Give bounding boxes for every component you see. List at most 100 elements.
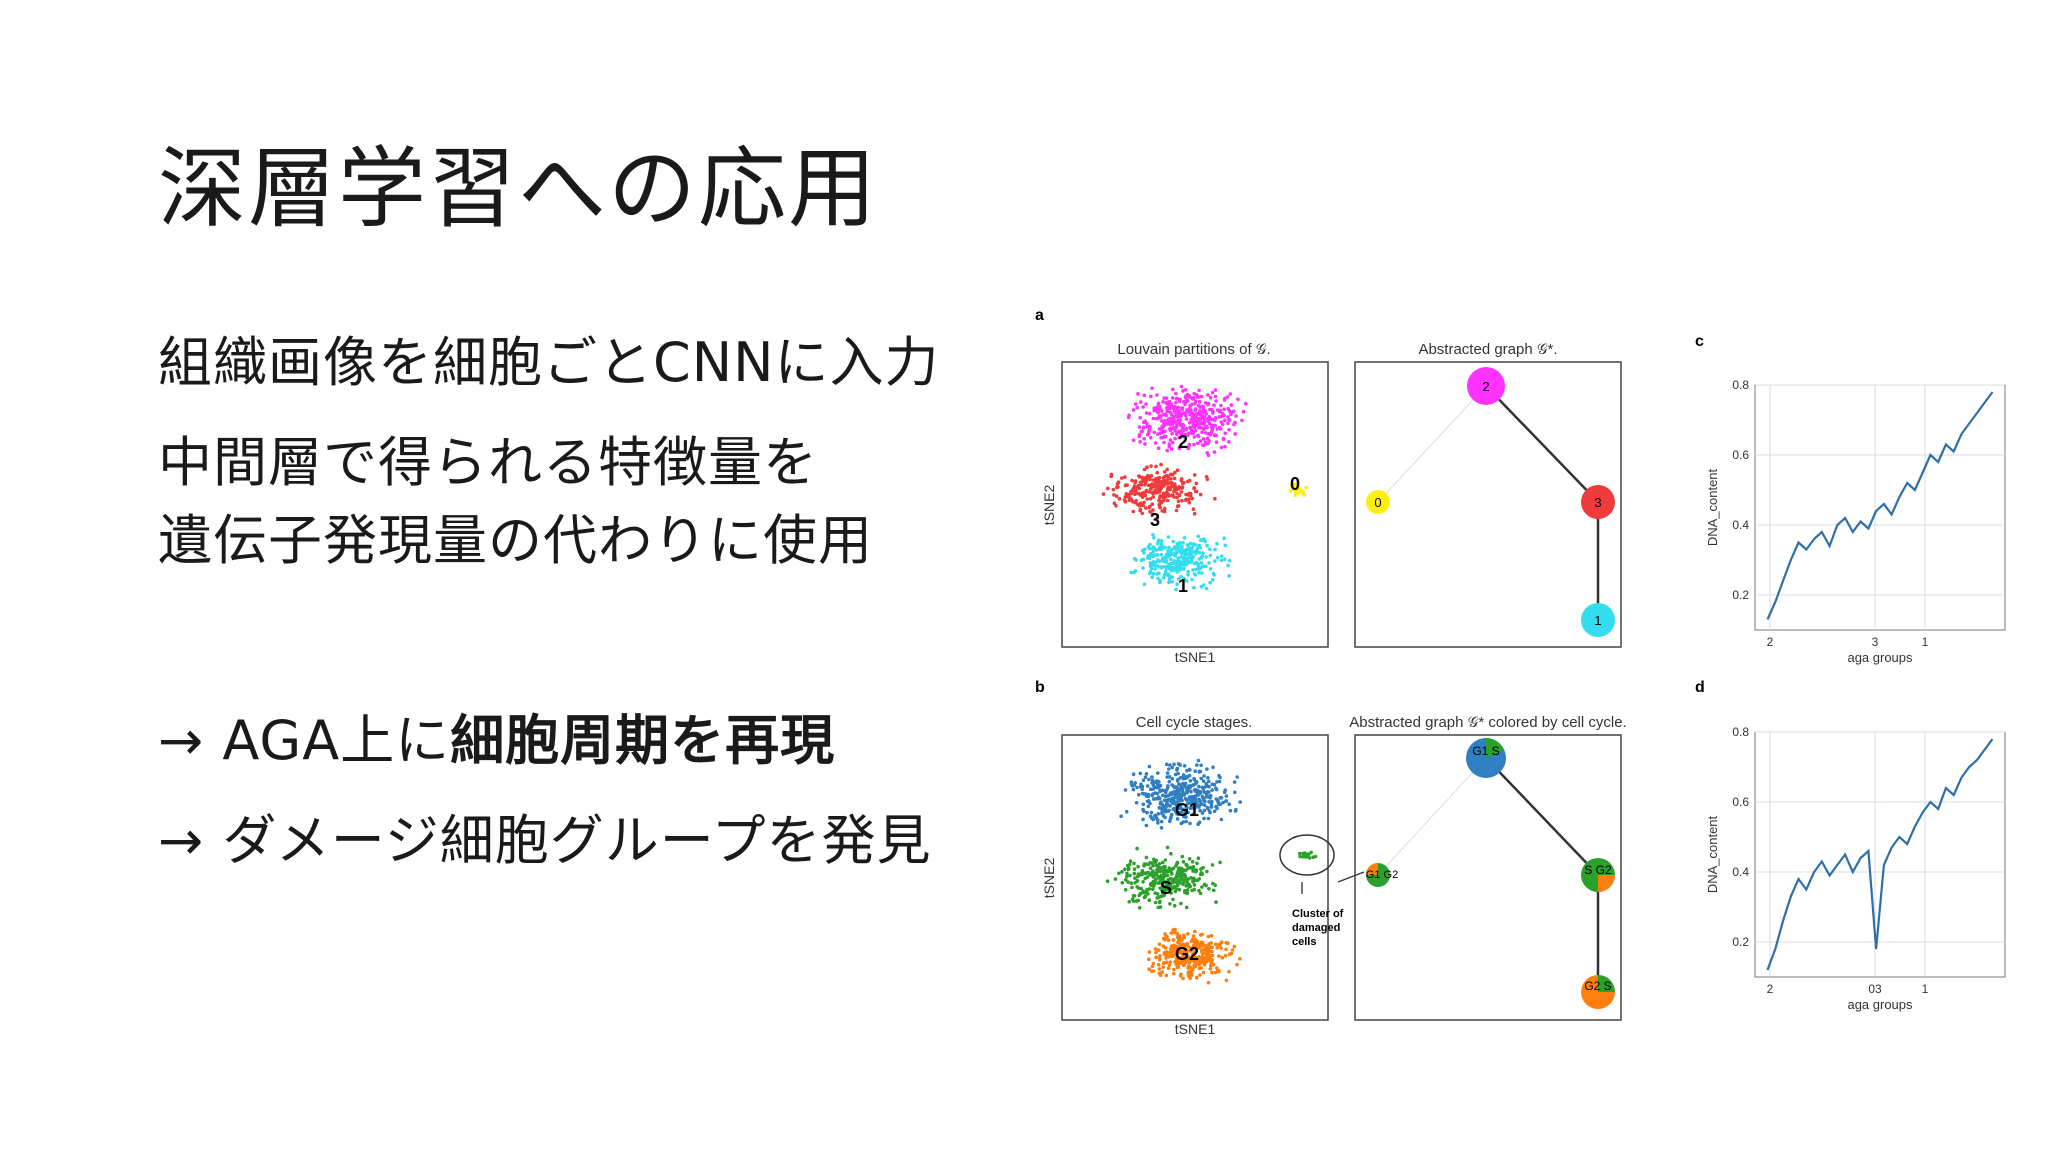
scatter-point [1144,488,1149,493]
scatter-point [1204,586,1209,591]
scatter-point [1172,904,1177,908]
scatter-point [1223,431,1227,436]
scatter-point [1188,555,1192,559]
scatter-point [1179,555,1183,559]
scatter-point [1175,963,1180,967]
scatter-point [1135,885,1139,889]
scatter-point [1143,894,1148,899]
scatter-point [1180,481,1185,486]
scatter-point [1176,499,1181,503]
scatter-point [1177,810,1181,815]
scatter-point [1153,891,1157,895]
scatter-point [1187,961,1192,965]
scatter-point [1142,393,1147,398]
scatter-point [1224,978,1229,983]
scatter-point [1139,400,1143,404]
scatter-point [1214,797,1219,801]
scatter-point [1154,955,1158,960]
scatter-point [1186,446,1191,451]
scatter-point [1208,553,1213,558]
scatter-point [1164,481,1169,486]
scatter-point [1132,894,1137,898]
scatter-point [1156,558,1160,562]
scatter-point [1170,765,1175,770]
scatter-point [1140,787,1144,791]
scatter-point [1165,771,1170,775]
scatter-point [1188,779,1193,783]
scatter-point [1191,812,1195,817]
scatter-point [1227,428,1231,432]
scatter-point [1171,797,1175,801]
scatter-point [1159,875,1163,880]
scatter-point [1177,791,1181,796]
scatter-point [1208,567,1213,571]
scatter-point [1132,867,1137,871]
scatter-point [1199,394,1204,399]
panel-a-scatter [1101,384,1308,592]
scatter-point [1150,575,1154,579]
scatter-point [1186,572,1190,577]
panel-b-letter: b [1035,679,1045,696]
scatter-point [1169,944,1174,948]
scatter-point [1171,539,1176,544]
scatter-point [1171,790,1175,795]
scatter-point [1175,817,1180,821]
scatter-point [1183,552,1187,557]
scatter-point [1145,875,1150,879]
scatter-point [1190,795,1194,799]
scatter-point [1205,424,1209,429]
scatter-point [1147,429,1151,433]
scatter-point [1215,969,1220,973]
scatter-point [1193,402,1197,406]
scatter-point [1145,810,1149,815]
scatter-point [1212,433,1217,438]
scatter-point [1180,788,1184,793]
scatter-point [1163,798,1168,803]
scatter-point [1151,817,1156,822]
scatter-point [1227,558,1232,563]
scatter-point [1187,409,1192,413]
scatter-point [1178,974,1183,978]
scatter-point [1186,810,1190,815]
scatter-point [1168,902,1172,906]
scatter-point [1177,399,1182,404]
scatter-point [1204,794,1209,799]
scatter-point [1235,775,1239,779]
scatter-point [1162,484,1166,488]
scatter-point [1217,779,1222,784]
scatter-point [1138,440,1142,444]
scatter-point [1128,859,1133,863]
scatter-point [1146,892,1150,896]
scatter-point [1157,498,1161,503]
scatter-point [1169,447,1174,451]
scatter-point [1213,942,1218,947]
scatter-point [1147,556,1152,561]
scatter-point [1175,768,1179,772]
scatter-point [1184,877,1188,882]
scatter-point [1155,407,1160,411]
scatter-point [1182,566,1186,571]
scatter-point [1187,857,1192,861]
scatter-point [1195,975,1199,980]
scatter-point [1119,814,1123,818]
scatter-point [1167,445,1171,449]
scatter-point [1200,943,1204,948]
scatter-point [1160,539,1164,543]
scatter-point [1167,793,1172,797]
scatter-point [1126,880,1130,884]
scatter-point [1179,478,1183,483]
scatter-point [1164,493,1168,498]
scatter-point [1189,939,1194,944]
scatter-point [1143,775,1148,779]
scatter-point [1163,932,1167,936]
scatter-point [1222,398,1227,402]
scatter-point [1206,441,1211,446]
scatter-point [1166,535,1171,539]
scatter-point [1124,878,1128,882]
scatter-point [1169,851,1173,856]
scatter-point [1147,887,1152,891]
scatter-point [1200,885,1204,889]
scatter-point [1161,961,1166,965]
scatter-point [1163,412,1168,417]
scatter-point [1201,786,1206,791]
